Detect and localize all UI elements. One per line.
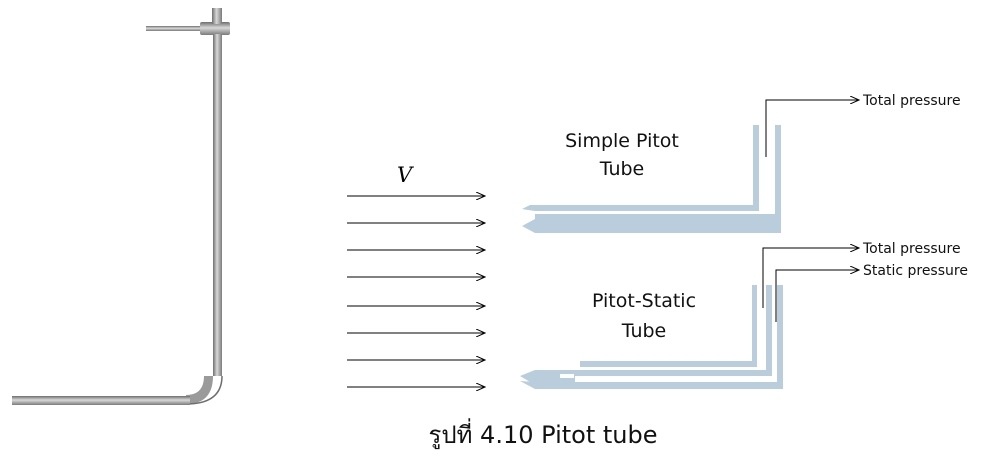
figure-caption: รูปที่ 4.10 Pitot tube [428, 418, 657, 450]
photo-bend [186, 376, 213, 404]
simple-pitot-total-label: Total pressure [862, 93, 961, 109]
pitot-static-total-label: Total pressure [862, 241, 961, 257]
photo-vertical-stem [213, 34, 222, 376]
velocity-symbol: V [397, 163, 414, 187]
pitot-static-static-label: Static pressure [863, 263, 968, 279]
simple-pitot-leader [765, 100, 859, 157]
photo-nozzle-tip [146, 26, 216, 31]
pitot-static-tube: Pitot-Static Tube Total pressure Static … [520, 241, 968, 389]
pitot-static-total-leader [762, 248, 859, 308]
pitot-tube-photo [12, 8, 230, 405]
pitot-static-title-line2: Tube [621, 320, 667, 342]
pitot-static-title-line1: Pitot-Static [592, 290, 696, 312]
simple-pitot-title-line2: Tube [599, 158, 645, 180]
pitot-static-static-port [560, 374, 574, 378]
pitot-static-nose [520, 370, 575, 385]
flow-arrows [347, 196, 485, 387]
photo-junction-block [200, 22, 230, 35]
photo-horizontal-stem [12, 396, 190, 405]
simple-pitot-tube: Simple Pitot Tube Total pressure [522, 93, 961, 233]
photo-top-stub [212, 8, 222, 24]
simple-pitot-outer-wall [522, 125, 781, 233]
pitot-static-static-leader [775, 270, 859, 322]
simple-pitot-title-line1: Simple Pitot [565, 130, 679, 152]
